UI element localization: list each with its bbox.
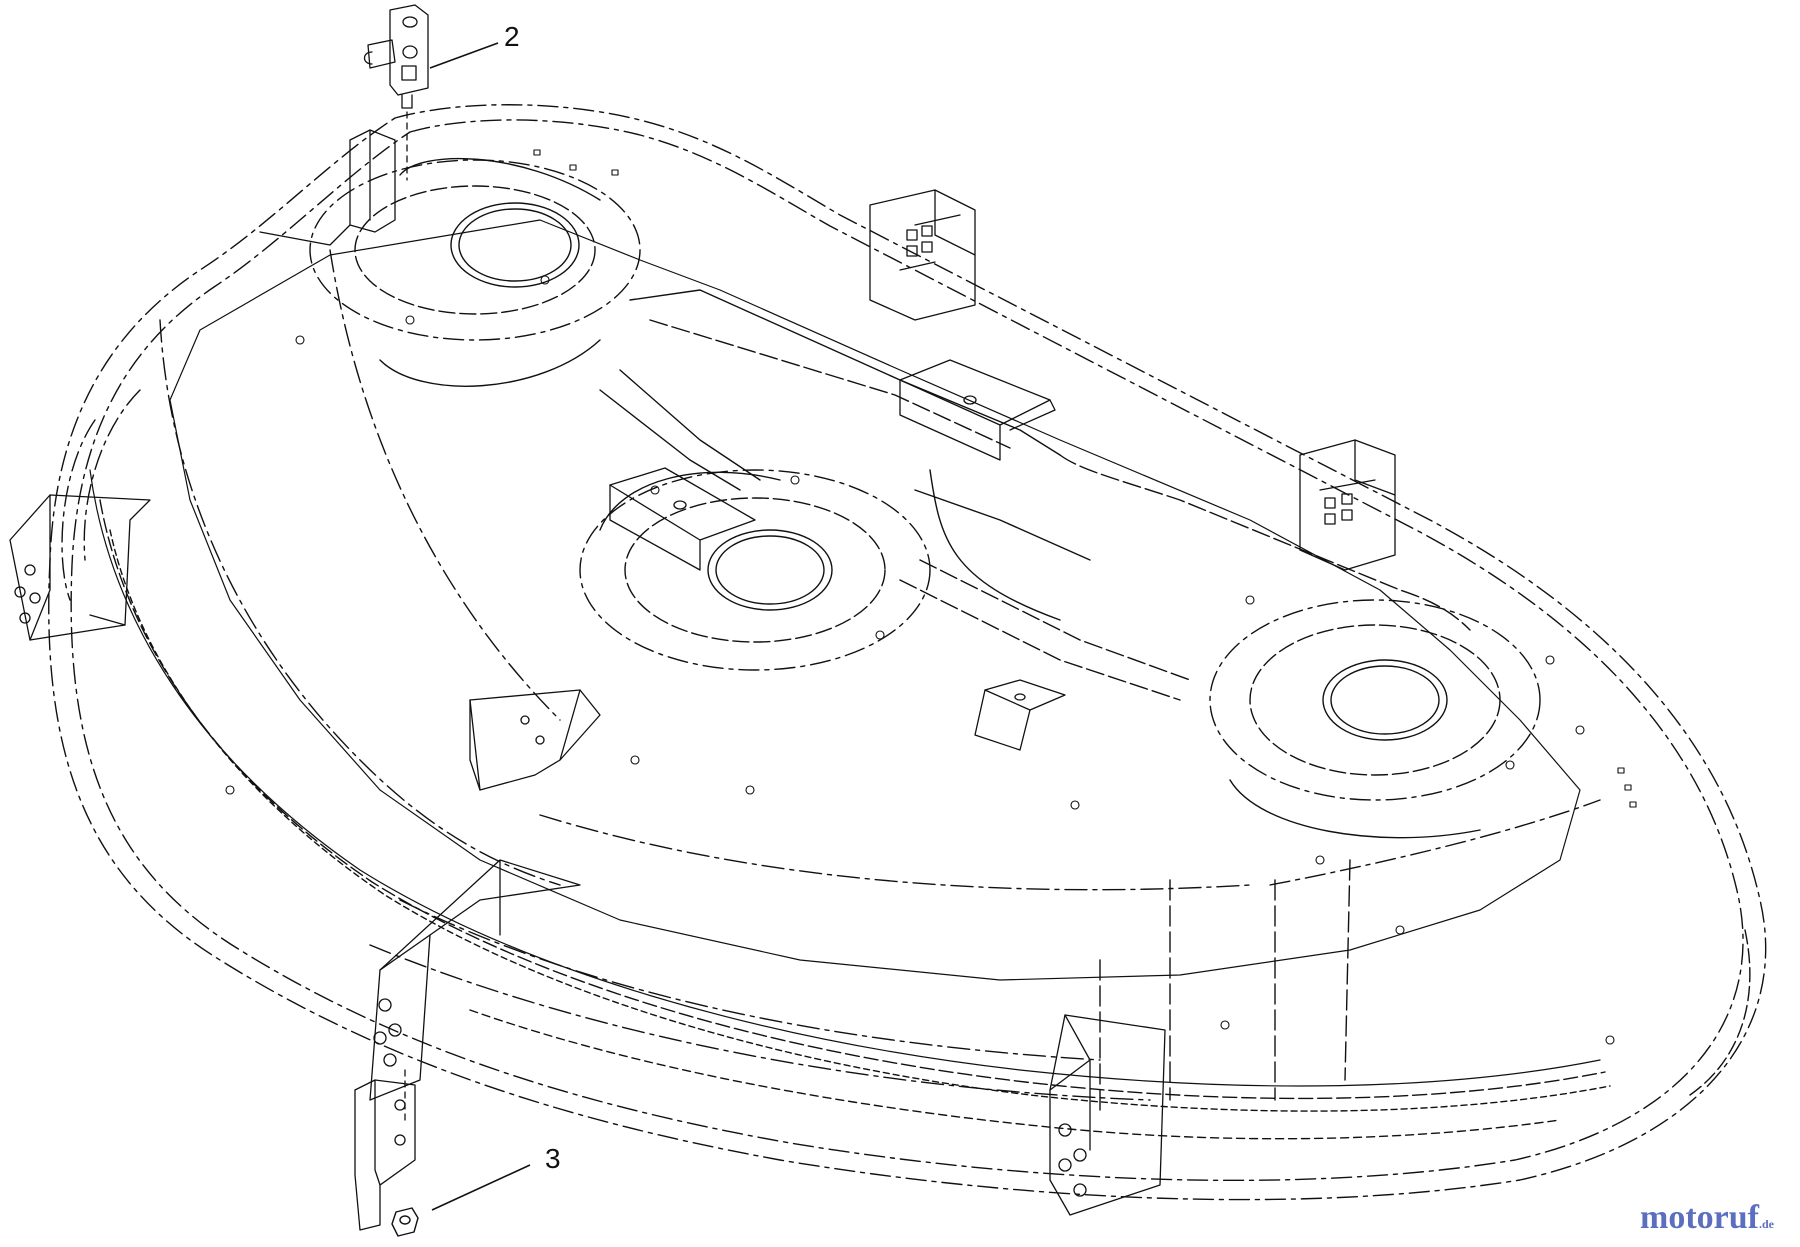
rear-bracket-1 bbox=[869, 189, 976, 321]
belt-clip-1 bbox=[899, 359, 1056, 461]
left-hanger-bracket bbox=[9, 494, 151, 641]
front-right-hanger-bracket bbox=[1049, 1014, 1166, 1216]
front-left-hanger-bracket bbox=[369, 859, 581, 1101]
spindle-left bbox=[309, 157, 641, 387]
spindle-center bbox=[579, 469, 931, 671]
deck-outline bbox=[48, 104, 1767, 1201]
watermark: motoruf.de bbox=[1640, 1199, 1775, 1236]
mounting-holes bbox=[225, 149, 1637, 1045]
part-3-nut bbox=[391, 1207, 419, 1237]
callout-label-3: 3 bbox=[545, 1143, 561, 1174]
callout-label-2: 2 bbox=[504, 21, 520, 52]
part-3-bracket bbox=[354, 1069, 416, 1231]
spindle-right bbox=[1209, 599, 1541, 839]
deck-top-surface bbox=[159, 219, 1601, 1111]
part-2-mount-post bbox=[259, 129, 396, 246]
deck-channels bbox=[599, 289, 1471, 701]
part-2-bracket bbox=[363, 4, 429, 181]
callout-leader-2 bbox=[429, 42, 499, 69]
callout-leader-3 bbox=[431, 1164, 531, 1211]
watermark-part-1: moto bbox=[1640, 1199, 1714, 1236]
rear-bracket-2 bbox=[1299, 439, 1396, 571]
belt-clip-3 bbox=[974, 679, 1066, 751]
watermark-part-2: ruf bbox=[1714, 1199, 1760, 1236]
center-hanger-bracket bbox=[469, 689, 601, 791]
deck-front-skirt bbox=[89, 469, 1751, 1140]
watermark-part-3: .de bbox=[1759, 1217, 1775, 1231]
belt-clip-2 bbox=[609, 467, 756, 571]
